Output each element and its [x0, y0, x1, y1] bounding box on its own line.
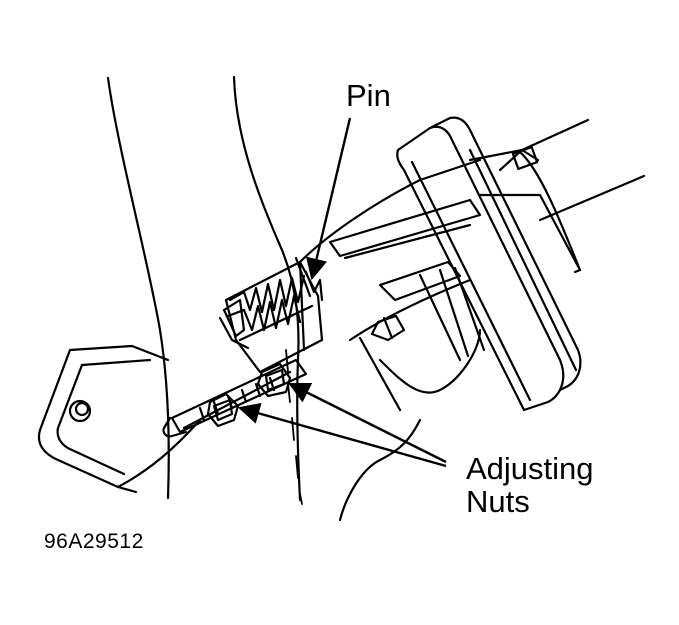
nut-leader-lower [237, 402, 447, 468]
return-spring [228, 274, 306, 314]
linkage-pin [304, 270, 324, 302]
callout-adjusting-nuts: Adjusting Nuts [466, 451, 594, 519]
figure-id: 96A29512 [44, 530, 144, 553]
throttle-housing [298, 158, 482, 264]
adjusting-nut-lower [206, 392, 240, 428]
mounting-bracket [37, 348, 138, 494]
flange-plate-rear [428, 116, 582, 392]
callout-pin: Pin [346, 78, 391, 113]
pin-leader [305, 117, 352, 281]
panel-left-edge [106, 76, 170, 500]
bracket-hole [68, 399, 92, 423]
nut-leader-upper [288, 382, 447, 464]
callout-adjusting-line2: Nuts [466, 483, 530, 519]
flange-plate-front [396, 125, 565, 412]
callout-adjusting-line1: Adjusting [466, 451, 594, 486]
tube-collar [511, 145, 539, 171]
adjusting-rod [170, 358, 308, 434]
housing-nut [370, 314, 406, 342]
linkage-arm-upper [328, 198, 482, 258]
panel-inner-edge [232, 75, 302, 502]
mounting-bracket-inner [56, 363, 126, 476]
adjusting-nut-upper [256, 362, 292, 398]
cable-end [162, 416, 188, 438]
linkage-arm-lower [378, 260, 462, 302]
